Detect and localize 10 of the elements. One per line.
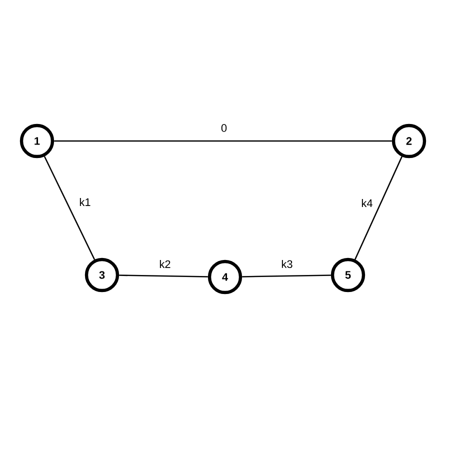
edge-label: k2 (160, 260, 170, 268)
edge-label: k3 (282, 260, 292, 268)
edge-line (119, 274, 208, 278)
edge-label: k1 (80, 198, 90, 206)
edge-line (54, 140, 392, 142)
edge-line (354, 156, 403, 260)
edge-line (242, 274, 331, 278)
edge-label: 0 (221, 124, 227, 132)
edge-line (44, 156, 96, 260)
edge-label: k4 (362, 199, 372, 207)
